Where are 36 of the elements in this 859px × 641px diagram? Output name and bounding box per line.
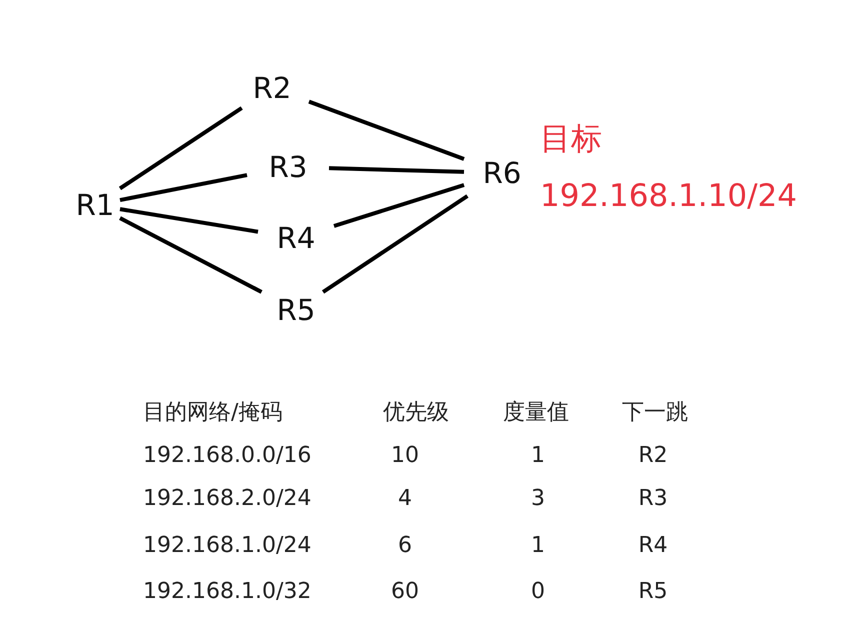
table-cell: R5	[638, 579, 668, 604]
router-label: R3	[268, 150, 308, 184]
link-line	[333, 183, 465, 228]
table-header: 优先级	[383, 399, 449, 427]
table-header: 目的网络/掩码	[143, 399, 282, 427]
table-cell: R2	[638, 443, 668, 468]
table-cell: 10	[391, 443, 419, 468]
table-header: 度量值	[503, 399, 569, 427]
router-label: R4	[276, 221, 316, 255]
table-cell: 0	[531, 579, 545, 604]
table-cell: R4	[638, 533, 668, 558]
router-label: R5	[276, 293, 316, 327]
target-label: 目标	[540, 120, 602, 159]
table-cell: 192.168.0.0/16	[143, 443, 312, 468]
table-cell: 1	[531, 443, 545, 468]
link-line	[119, 216, 262, 294]
link-line	[120, 207, 258, 234]
link-line	[308, 100, 465, 161]
link-line	[118, 106, 243, 190]
table-cell: 60	[391, 579, 419, 604]
link-line	[328, 166, 464, 174]
table-cell: 3	[531, 486, 545, 511]
table-cell: 1	[531, 533, 545, 558]
link-line	[120, 173, 248, 202]
router-label: R2	[252, 71, 292, 105]
table-cell: 192.168.1.0/32	[143, 579, 312, 604]
router-label: R1	[76, 188, 114, 222]
table-cell: 192.168.2.0/24	[143, 486, 312, 511]
table-header: 下一跳	[622, 399, 688, 427]
table-cell: 6	[398, 533, 412, 558]
table-cell: 192.168.1.0/24	[143, 533, 312, 558]
router-label: R6	[482, 156, 522, 190]
table-cell: R3	[638, 486, 668, 511]
link-line	[322, 194, 469, 294]
target-address: 192.168.1.10/24	[540, 178, 797, 214]
table-cell: 4	[398, 486, 412, 511]
